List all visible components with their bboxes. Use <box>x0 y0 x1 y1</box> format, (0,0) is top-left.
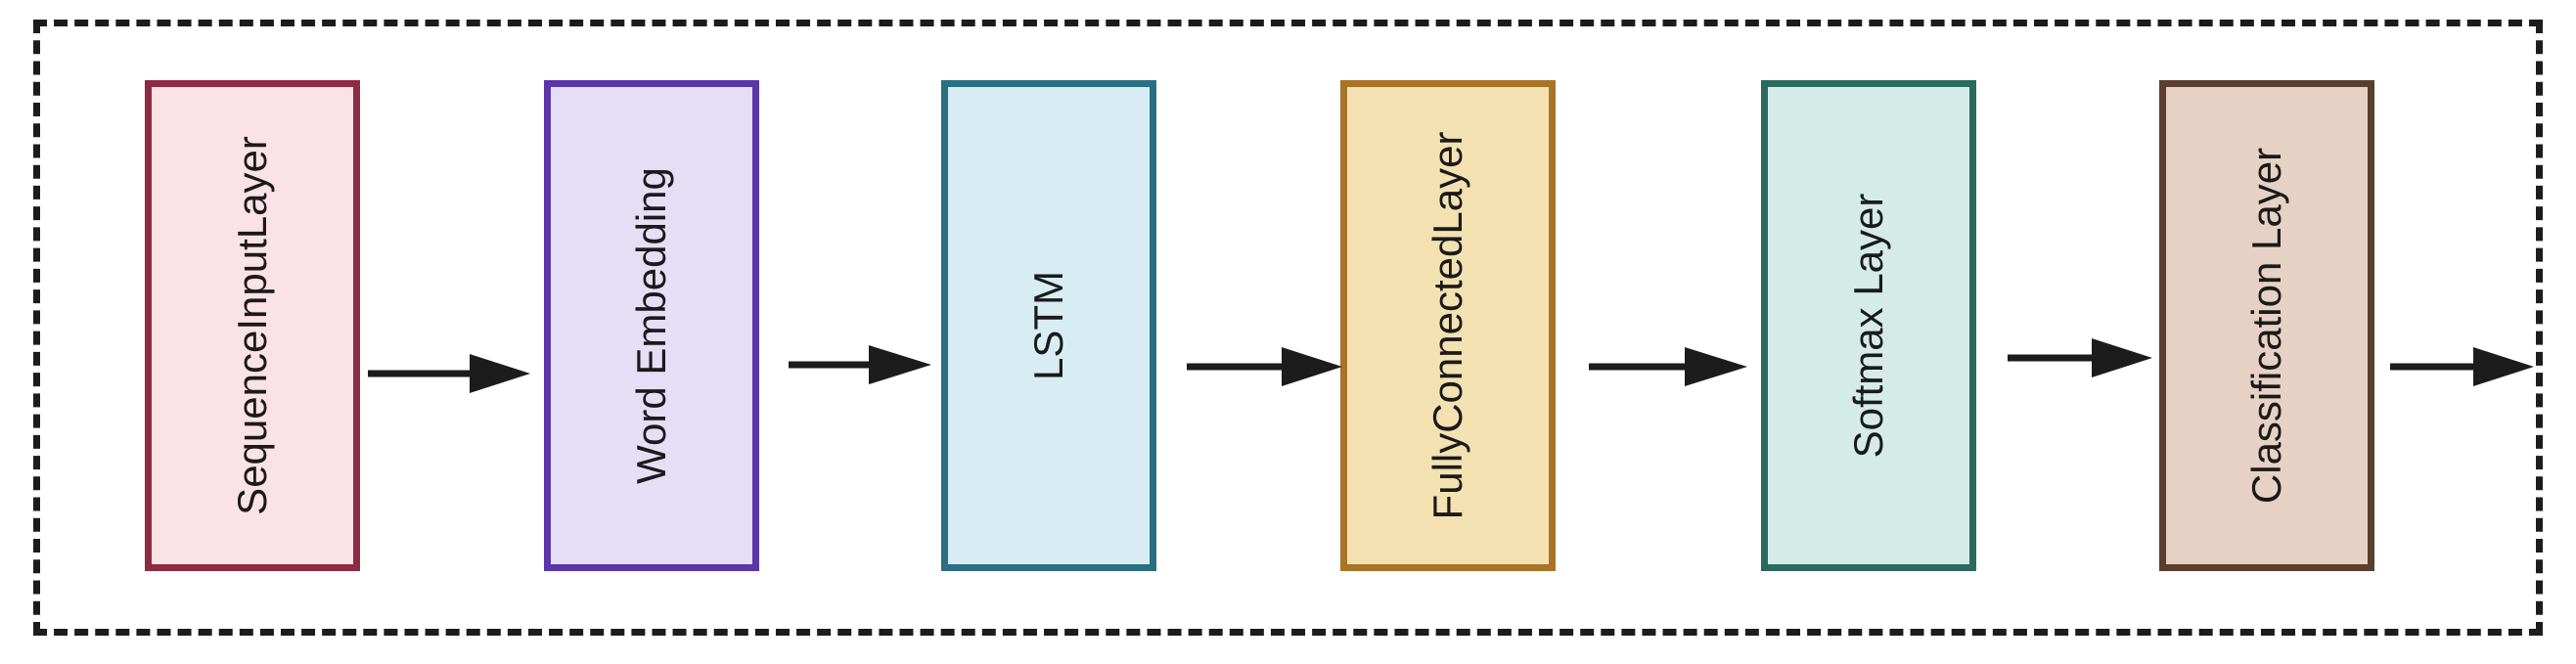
arrow-3 <box>1187 347 1342 386</box>
arrow-6 <box>2390 347 2534 386</box>
arrow-1 <box>368 354 530 393</box>
arrow-5 <box>2008 338 2152 377</box>
fully-connected-layer-box: FullyConnectedLayer <box>1340 80 1556 571</box>
sequence-input-layer-box: SequenceInputLayer <box>145 80 360 571</box>
diagram-frame <box>33 20 2543 636</box>
softmax-layer-box: Softmax Layer <box>1761 80 1976 571</box>
arrow-4 <box>1589 347 1747 386</box>
word-embedding-box: Word Embedding <box>544 80 759 571</box>
lstm-box: LSTM <box>941 80 1156 571</box>
arrow-2 <box>789 345 931 384</box>
classification-layer-box: Classification Layer <box>2159 80 2374 571</box>
